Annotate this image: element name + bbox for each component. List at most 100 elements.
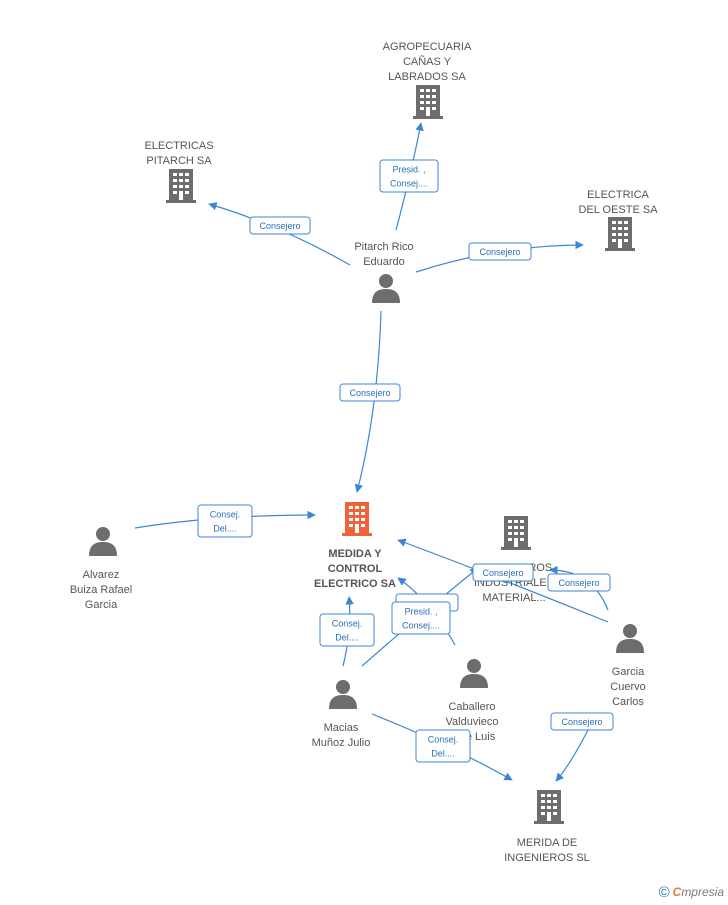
node-label-line: AGROPECUARIA <box>383 41 472 53</box>
edge-label-line: Consejero <box>482 568 523 578</box>
edge-label-text: Consejero <box>558 578 599 588</box>
edge-label-pitarch_rico-to-medida[interactable]: Consejero <box>339 383 401 402</box>
person-icon <box>460 659 488 688</box>
node-label-line: DEL OESTE SA <box>578 204 658 216</box>
building-icon <box>166 169 196 203</box>
edge-label-pitarch_rico-to-agro[interactable]: Presid. , Consej.... <box>379 159 439 193</box>
edge-label-macias-to-medida[interactable]: Consej. Del.... <box>319 613 375 647</box>
building-icon <box>342 502 372 536</box>
edge-label-box <box>391 601 451 635</box>
node-label-line: Macias <box>324 722 359 734</box>
node-label-line: Alvarez <box>83 569 120 581</box>
node-label-line: Cuervo <box>610 681 645 693</box>
edge-label-garcia-to-suministros[interactable]: Consejero <box>547 573 611 592</box>
node-label-line: ELECTRICA <box>587 189 649 201</box>
node-label-line: INGENIEROS SL <box>504 852 590 864</box>
node-label-line: MEDIDA Y <box>328 548 382 560</box>
person-icon <box>329 680 357 709</box>
footer-brand[interactable]: ©Cmpresia <box>659 884 724 901</box>
edge-label-text: Consejero <box>349 388 390 398</box>
node-label-line: CONTROL <box>328 563 383 575</box>
edge-label-line: Consejero <box>479 247 520 257</box>
edge-label-line: Consej.... <box>390 179 428 189</box>
edge-label-text: Consejero <box>479 247 520 257</box>
edge-label-box <box>339 383 401 402</box>
edge-label-text: Consejero <box>482 568 523 578</box>
edge-label-box <box>550 712 614 731</box>
edge-label-box <box>197 504 253 538</box>
node-label-oeste: ELECTRICA DEL OESTE SA <box>578 189 658 216</box>
node-label-line: Caballero <box>448 701 495 713</box>
edge-label-text: Consej. Del.... <box>332 619 363 643</box>
node-merida[interactable]: MERIDA DE INGENIEROS SL <box>504 790 590 864</box>
edge-label-pitarch_rico-to-pitarch[interactable]: Consejero <box>249 216 311 235</box>
edge-label-line: Consejero <box>259 221 300 231</box>
edge-pitarch_rico-to-medida <box>354 310 382 493</box>
node-label-line: Pitarch Rico <box>354 241 413 253</box>
node-label-line: Valduvieco <box>446 716 499 728</box>
edge-labels-layer: Presid. ,Consej....ConsejeroConsejeroCon… <box>197 159 614 763</box>
brand-logo: Cmpresia <box>672 885 724 899</box>
node-label-line: MATERIAL... <box>482 592 545 604</box>
edge-label-line: Consejero <box>349 388 390 398</box>
person-icon <box>89 527 117 556</box>
building-icon <box>534 790 564 824</box>
node-label-line: Carlos <box>612 696 644 708</box>
node-oeste[interactable]: ELECTRICA DEL OESTE SA <box>578 189 658 251</box>
edge-label-line: Consej. <box>428 735 459 745</box>
person-icon <box>616 624 644 653</box>
edge-label-macias-to-suministros[interactable]: Presid. ,Consej.... <box>391 601 451 635</box>
node-label-line: CAÑAS Y <box>403 55 452 68</box>
building-icon <box>501 516 531 550</box>
edge-label-box <box>472 563 534 582</box>
edge-label-line: Consejero <box>558 578 599 588</box>
node-label-line: MERIDA DE <box>517 837 578 849</box>
edge-label-macias-to-merida[interactable]: Consej. Del.... <box>415 729 471 763</box>
edge-label-line: Presid. , <box>392 165 425 175</box>
edge-label-line: Consej. <box>332 619 363 629</box>
edge-label-box <box>249 216 311 235</box>
edge-label-garcia-to-medida[interactable]: Consejero <box>472 563 534 582</box>
node-label-line: Muñoz Julio <box>312 737 371 749</box>
edge-label-box <box>415 729 471 763</box>
node-label-line: PITARCH SA <box>146 155 212 167</box>
edges-layer <box>134 122 609 782</box>
edge-label-pitarch_rico-to-oeste[interactable]: Consejero <box>468 242 532 261</box>
edge-label-line: Del.... <box>335 633 359 643</box>
edge-label-box <box>379 159 439 193</box>
copyright-icon: © <box>658 884 670 901</box>
edge-garcia-to-merida <box>555 729 589 782</box>
node-label-line: Garcia <box>612 666 645 678</box>
person-icon <box>372 274 400 303</box>
edge-label-line: Presid. , <box>404 607 437 617</box>
edge-label-box <box>319 613 375 647</box>
node-suministros[interactable]: SUMINISTROSINDUSTRIALESMATERIAL... <box>474 516 554 604</box>
node-label-agro: AGROPECUARIA CAÑAS Y LABRADOS SA <box>383 41 472 83</box>
edge-label-text: Consejero <box>259 221 300 231</box>
node-label-line: Buiza Rafael <box>70 584 132 596</box>
edge-label-garcia-to-merida[interactable]: Consejero <box>550 712 614 731</box>
node-agro[interactable]: AGROPECUARIA CAÑAS Y LABRADOS SA <box>383 41 472 119</box>
node-label-line: Eduardo <box>363 256 405 268</box>
node-label-line: Garcia <box>85 599 118 611</box>
building-icon <box>413 85 443 119</box>
edge-label-text: Consej.Del.... <box>210 510 241 534</box>
node-label-line: LABRADOS SA <box>388 71 466 83</box>
edge-label-line: Del.... <box>431 749 455 759</box>
building-icon <box>605 217 635 251</box>
edge-label-text: Consej. Del.... <box>428 735 459 759</box>
edge-label-alvarez-to-medida[interactable]: Consej.Del.... <box>197 504 253 538</box>
edge-label-line: Consej. <box>210 510 241 520</box>
